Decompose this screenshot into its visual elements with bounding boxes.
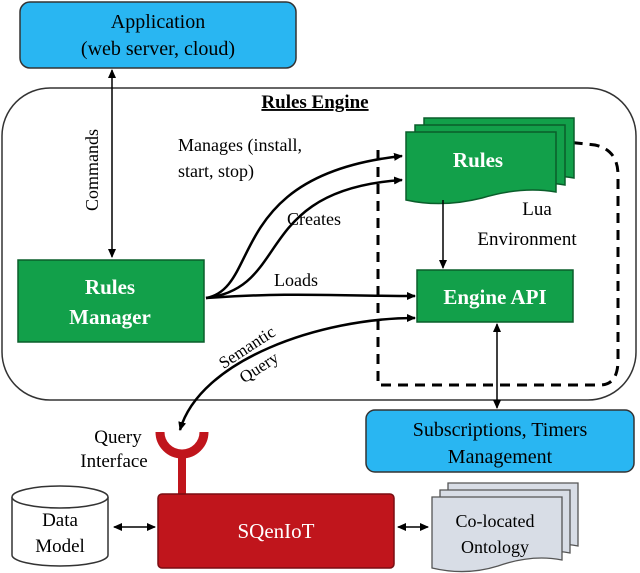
rules-document-stack — [405, 117, 575, 205]
commands-label: Commands — [82, 129, 102, 211]
rules-engine-title: Rules Engine — [261, 92, 368, 113]
data-model-cylinder — [11, 485, 109, 567]
lua-environment-label-2: Environment — [477, 229, 577, 250]
ontology-document-stack — [431, 482, 579, 573]
loads-label: Loads — [274, 270, 318, 290]
manages-label-2: start, stop) — [178, 161, 254, 182]
engine-api-box — [416, 269, 574, 323]
ontology-label-2: Ontology — [461, 537, 529, 557]
sqeniot-box — [157, 493, 395, 569]
sqeniot-label: SQenIoT — [238, 519, 315, 543]
rules-manager-box — [17, 259, 205, 343]
application-label-1: Application — [111, 11, 205, 33]
lua-environment-boundary — [376, 136, 620, 387]
loads-arrow — [205, 291, 416, 300]
data-model-label-1: Data — [42, 510, 78, 531]
subscriptions-box — [365, 409, 635, 473]
application-box — [19, 1, 297, 69]
application-label-2: (web server, cloud) — [81, 38, 235, 60]
query-interface-label-1: Query — [94, 427, 142, 448]
creates-label: Creates — [287, 209, 341, 229]
creates-arrow — [205, 176, 403, 300]
ontology-label-1: Co-located — [456, 511, 535, 531]
engine-api-label: Engine API — [443, 285, 546, 309]
lua-environment-label-1: Lua — [522, 199, 552, 220]
query-interface-label-2: Interface — [80, 451, 148, 472]
subscriptions-label-2: Management — [448, 446, 553, 468]
data-model-label-2: Model — [35, 536, 85, 557]
subscriptions-label-1: Subscriptions, Timers — [413, 419, 588, 441]
rules-label: Rules — [453, 148, 503, 172]
query-interface-socket-icon — [155, 431, 209, 459]
semantic-query-arrow — [178, 314, 416, 431]
manages-label-1: Manages (install, — [178, 135, 302, 156]
rules-manager-label-1: Rules — [85, 275, 135, 299]
manages-arrow — [205, 152, 403, 300]
rules-manager-label-2: Manager — [69, 305, 151, 329]
